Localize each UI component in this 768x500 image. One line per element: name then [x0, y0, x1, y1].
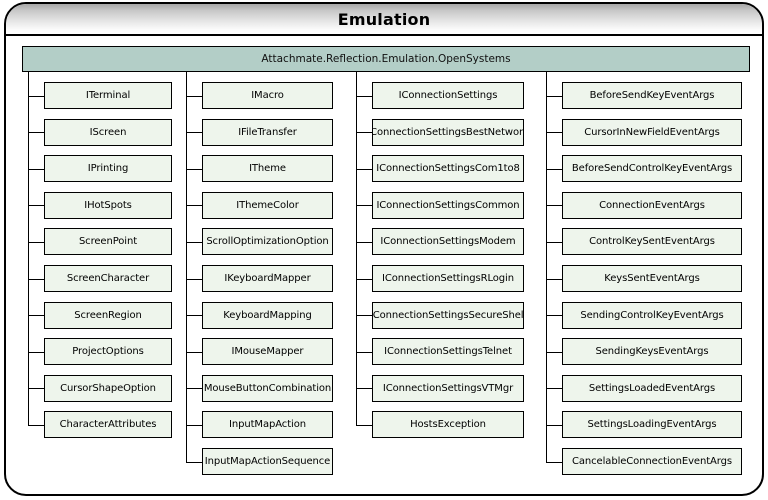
type-node[interactable]: KeyboardMapping — [202, 301, 333, 329]
type-node[interactable]: IConnectionSettingsCommon — [372, 191, 524, 219]
tree-connector-line — [546, 424, 562, 426]
tree-connector-line — [28, 424, 44, 426]
type-node[interactable]: InputMapActionSequence — [202, 448, 333, 475]
tree-trunk-line — [28, 72, 29, 425]
tree-connector-line — [356, 241, 372, 243]
tree-connector-line — [186, 132, 202, 134]
diagram-canvas: Attachmate.Reflection.Emulation.OpenSyst… — [6, 38, 762, 494]
tree-connector-line — [356, 351, 372, 353]
tree-connector-line — [546, 388, 562, 390]
tree-connector-line — [186, 461, 202, 463]
type-node[interactable]: ProjectOptions — [44, 338, 172, 366]
type-node[interactable]: IFileTransfer — [202, 118, 333, 146]
type-node[interactable]: IHotSpots — [44, 191, 172, 219]
tree-connector-line — [28, 95, 44, 97]
type-node[interactable]: BeforeSendControlKeyEventArgs — [562, 155, 742, 183]
type-node[interactable]: IConnectionSettingsTelnet — [372, 338, 524, 366]
type-node[interactable]: CharacterAttributes — [44, 411, 172, 439]
type-node[interactable]: BeforeSendKeyEventArgs — [562, 82, 742, 109]
type-node[interactable]: IKeyboardMapper — [202, 265, 333, 292]
type-node[interactable]: IConnectionSettingsCom1to8 — [372, 155, 524, 183]
type-node[interactable]: MouseButtonCombination — [202, 374, 333, 402]
type-node[interactable]: IConnectionSettingsModem — [372, 228, 524, 256]
tree-connector-line — [546, 315, 562, 317]
tree-connector-line — [356, 168, 372, 170]
tree-connector-line — [546, 241, 562, 243]
tree-connector-line — [186, 168, 202, 170]
tree-connector-line — [356, 388, 372, 390]
type-node[interactable]: CancelableConnectionEventArgs — [562, 448, 742, 475]
type-node[interactable]: CursorInNewFieldEventArgs — [562, 118, 742, 146]
tree-connector-line — [28, 351, 44, 353]
type-node[interactable]: IConnectionSettingsRLogin — [372, 265, 524, 292]
type-node[interactable]: ScrollOptimizationOption — [202, 228, 333, 256]
tree-connector-line — [186, 351, 202, 353]
tree-connector-line — [28, 205, 44, 207]
type-node[interactable]: SettingsLoadedEventArgs — [562, 374, 742, 402]
type-node[interactable]: IPrinting — [44, 155, 172, 183]
type-node[interactable]: ScreenCharacter — [44, 265, 172, 292]
type-node[interactable]: SettingsLoadingEventArgs — [562, 411, 742, 439]
type-node[interactable]: SendingControlKeyEventArgs — [562, 301, 742, 329]
tree-trunk-line — [186, 72, 187, 462]
type-node[interactable]: ITerminal — [44, 82, 172, 109]
tree-connector-line — [356, 132, 372, 134]
tree-connector-line — [28, 278, 44, 280]
type-node[interactable]: ControlKeySentEventArgs — [562, 228, 742, 256]
class-diagram-frame: Emulation Attachmate.Reflection.Emulatio… — [4, 2, 764, 496]
tree-connector-line — [28, 315, 44, 317]
tree-connector-line — [186, 205, 202, 207]
type-node[interactable]: IConnectionSettingsSecureShell — [372, 301, 524, 329]
type-node[interactable]: IConnectionSettingsBestNetwork — [372, 118, 524, 146]
tree-connector-line — [186, 278, 202, 280]
type-node[interactable]: IScreen — [44, 118, 172, 146]
tree-connector-line — [356, 95, 372, 97]
diagram-title-bar: Emulation — [6, 4, 762, 36]
type-node[interactable]: CursorShapeOption — [44, 374, 172, 402]
tree-connector-line — [186, 388, 202, 390]
type-node[interactable]: IConnectionSettings — [372, 82, 524, 109]
type-node[interactable]: IThemeColor — [202, 191, 333, 219]
tree-connector-line — [28, 168, 44, 170]
namespace-header[interactable]: Attachmate.Reflection.Emulation.OpenSyst… — [22, 46, 750, 72]
tree-connector-line — [546, 95, 562, 97]
type-node[interactable]: IMouseMapper — [202, 338, 333, 366]
type-node[interactable]: ScreenPoint — [44, 228, 172, 256]
tree-connector-line — [356, 205, 372, 207]
tree-connector-line — [186, 241, 202, 243]
tree-connector-line — [28, 388, 44, 390]
tree-connector-line — [546, 132, 562, 134]
tree-connector-line — [186, 95, 202, 97]
type-node[interactable]: IConnectionSettingsVTMgr — [372, 374, 524, 402]
type-node[interactable]: ConnectionEventArgs — [562, 191, 742, 219]
tree-connector-line — [546, 278, 562, 280]
type-node[interactable]: InputMapAction — [202, 411, 333, 439]
tree-connector-line — [186, 424, 202, 426]
type-node[interactable]: SendingKeysEventArgs — [562, 338, 742, 366]
tree-connector-line — [356, 278, 372, 280]
type-node[interactable]: KeysSentEventArgs — [562, 265, 742, 292]
tree-connector-line — [356, 315, 372, 317]
tree-connector-line — [28, 132, 44, 134]
tree-trunk-line — [356, 72, 357, 425]
tree-connector-line — [546, 461, 562, 463]
type-node[interactable]: ITheme — [202, 155, 333, 183]
tree-connector-line — [546, 205, 562, 207]
tree-connector-line — [546, 168, 562, 170]
type-node[interactable]: IMacro — [202, 82, 333, 109]
page-title: Emulation — [337, 9, 431, 29]
tree-connector-line — [186, 315, 202, 317]
tree-connector-line — [356, 424, 372, 426]
tree-connector-line — [28, 241, 44, 243]
type-node[interactable]: HostsException — [372, 411, 524, 439]
tree-connector-line — [546, 351, 562, 353]
tree-trunk-line — [546, 72, 547, 462]
type-node[interactable]: ScreenRegion — [44, 301, 172, 329]
